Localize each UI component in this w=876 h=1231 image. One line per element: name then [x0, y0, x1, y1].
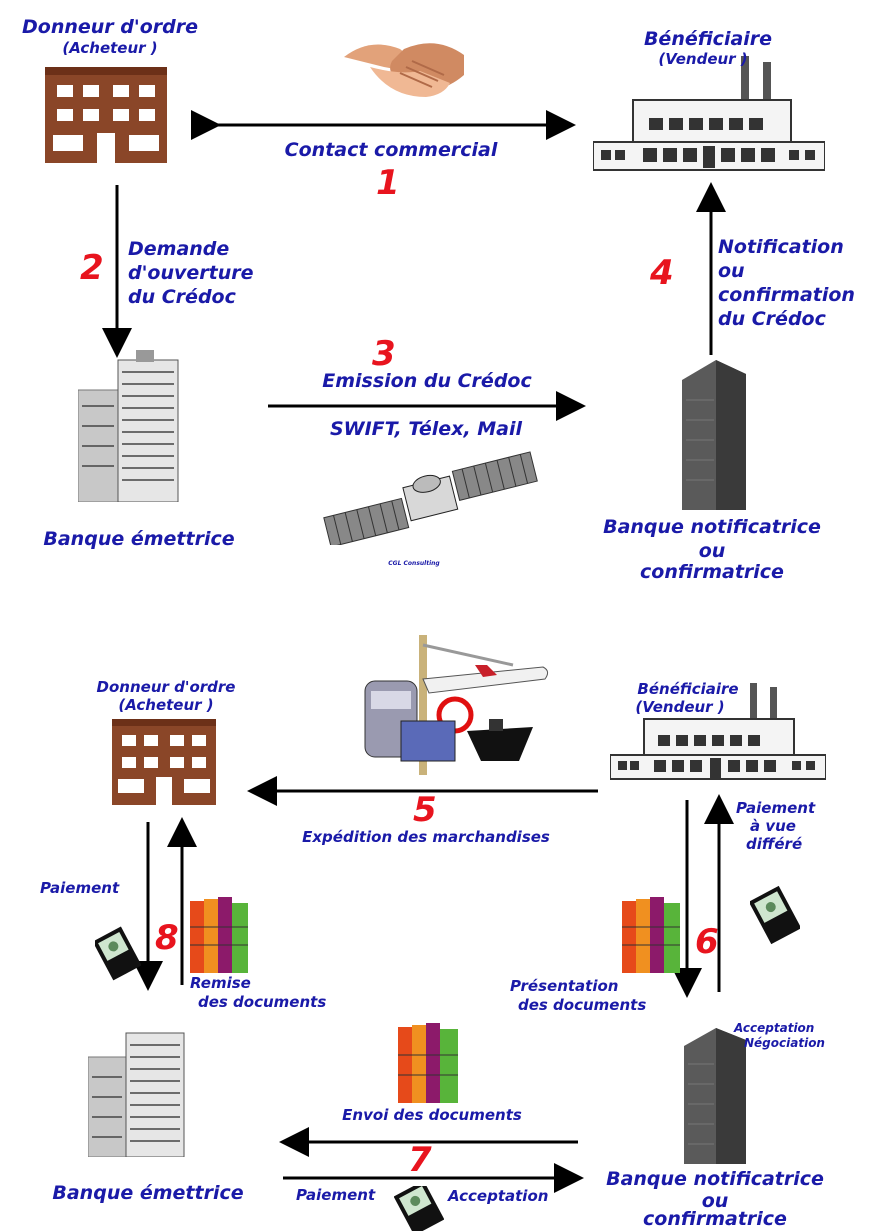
- step6-number: 6: [695, 922, 719, 962]
- document-binders-icon: [190, 897, 248, 973]
- step5-label: Expédition des marchandises: [302, 828, 550, 846]
- money-stack-icon: [95, 926, 141, 981]
- seller-subtitle: (Vendeur ): [658, 50, 748, 68]
- presentation-line2: des documents: [518, 996, 647, 1014]
- step1-label: Contact commercial: [284, 139, 498, 161]
- buyer-pay-label: Paiement: [40, 879, 120, 897]
- notif-bank-line1: Banque notificatrice: [603, 516, 821, 538]
- notif-bank-line3: confirmatrice: [640, 561, 784, 583]
- notif-bank-line2: ou: [698, 540, 726, 562]
- notif-bank-bottom-line1: Banque notificatrice: [606, 1168, 824, 1190]
- factory-icon: [593, 56, 825, 171]
- satellite-icon: [323, 451, 538, 545]
- step5-number: 5: [413, 790, 437, 830]
- notif-bank-bottom-line2: ou: [701, 1190, 729, 1212]
- seller-subtitle-bottom: (Vendeur ): [635, 698, 725, 716]
- remise-line2: des documents: [198, 993, 327, 1011]
- remise-line1: Remise: [190, 974, 251, 992]
- bank-tower-icon: [684, 1028, 746, 1164]
- accept7-label: Acceptation: [448, 1187, 549, 1205]
- factory-icon: [610, 683, 826, 780]
- bank-tower-icon: [682, 360, 746, 510]
- handshake-icon: [344, 43, 464, 97]
- notif-bank-bottom-line3: confirmatrice: [643, 1208, 787, 1230]
- step4-line4: du Crédoc: [718, 308, 826, 330]
- office-building-icon: [112, 719, 216, 805]
- office-building-icon: [45, 67, 167, 163]
- step3-label: Emission du Crédoc: [322, 370, 532, 392]
- step4-number: 4: [650, 253, 674, 293]
- buyer-title: Donneur d'ordre: [22, 16, 198, 38]
- skyscraper-icon: [78, 350, 179, 502]
- credit-label: CGL Consulting: [388, 560, 440, 567]
- step4-line1: Notification: [718, 236, 844, 258]
- step3-channels: SWIFT, Télex, Mail: [329, 418, 523, 440]
- step2-line3: du Crédoc: [128, 286, 236, 308]
- accept-line2: Négociation: [744, 1036, 825, 1050]
- buyer-subtitle: (Acheteur ): [62, 39, 158, 57]
- buyer-title-bottom: Donneur d'ordre: [96, 678, 236, 696]
- step2-number: 2: [80, 248, 104, 288]
- accept-line1: Acceptation: [734, 1021, 815, 1035]
- presentation-line1: Présentation: [510, 977, 619, 995]
- money-stack-icon: [750, 885, 800, 945]
- buyer-subtitle-bottom: (Acheteur ): [118, 696, 214, 714]
- step8-number: 8: [155, 918, 179, 958]
- step2-line2: d'ouverture: [128, 262, 254, 284]
- money-stack-icon: [394, 1186, 444, 1231]
- step4-line2: ou: [718, 260, 745, 282]
- step1-number: 1: [376, 163, 400, 203]
- transport-collage-icon: [364, 635, 549, 775]
- skyscraper-icon: [88, 1032, 185, 1157]
- seller-title-bottom: Bénéficiaire: [637, 680, 739, 698]
- step2-line1: Demande: [128, 238, 230, 260]
- seller-pay-line2: à vue: [750, 817, 796, 835]
- step4-line3: confirmation: [718, 284, 855, 306]
- document-binders-icon: [622, 897, 680, 973]
- seller-pay-line3: différé: [746, 835, 803, 853]
- envoi-label: Envoi des documents: [342, 1106, 522, 1124]
- step3-number: 3: [372, 334, 396, 374]
- issuing-bank-label: Banque émettrice: [43, 528, 235, 550]
- seller-pay-line1: Paiement: [736, 799, 816, 817]
- step7-number: 7: [408, 1140, 432, 1180]
- pay7-label: Paiement: [296, 1186, 376, 1204]
- issuing-bank-bottom: Banque émettrice: [52, 1182, 244, 1204]
- seller-title: Bénéficiaire: [643, 28, 773, 50]
- document-binders-icon: [398, 1023, 458, 1103]
